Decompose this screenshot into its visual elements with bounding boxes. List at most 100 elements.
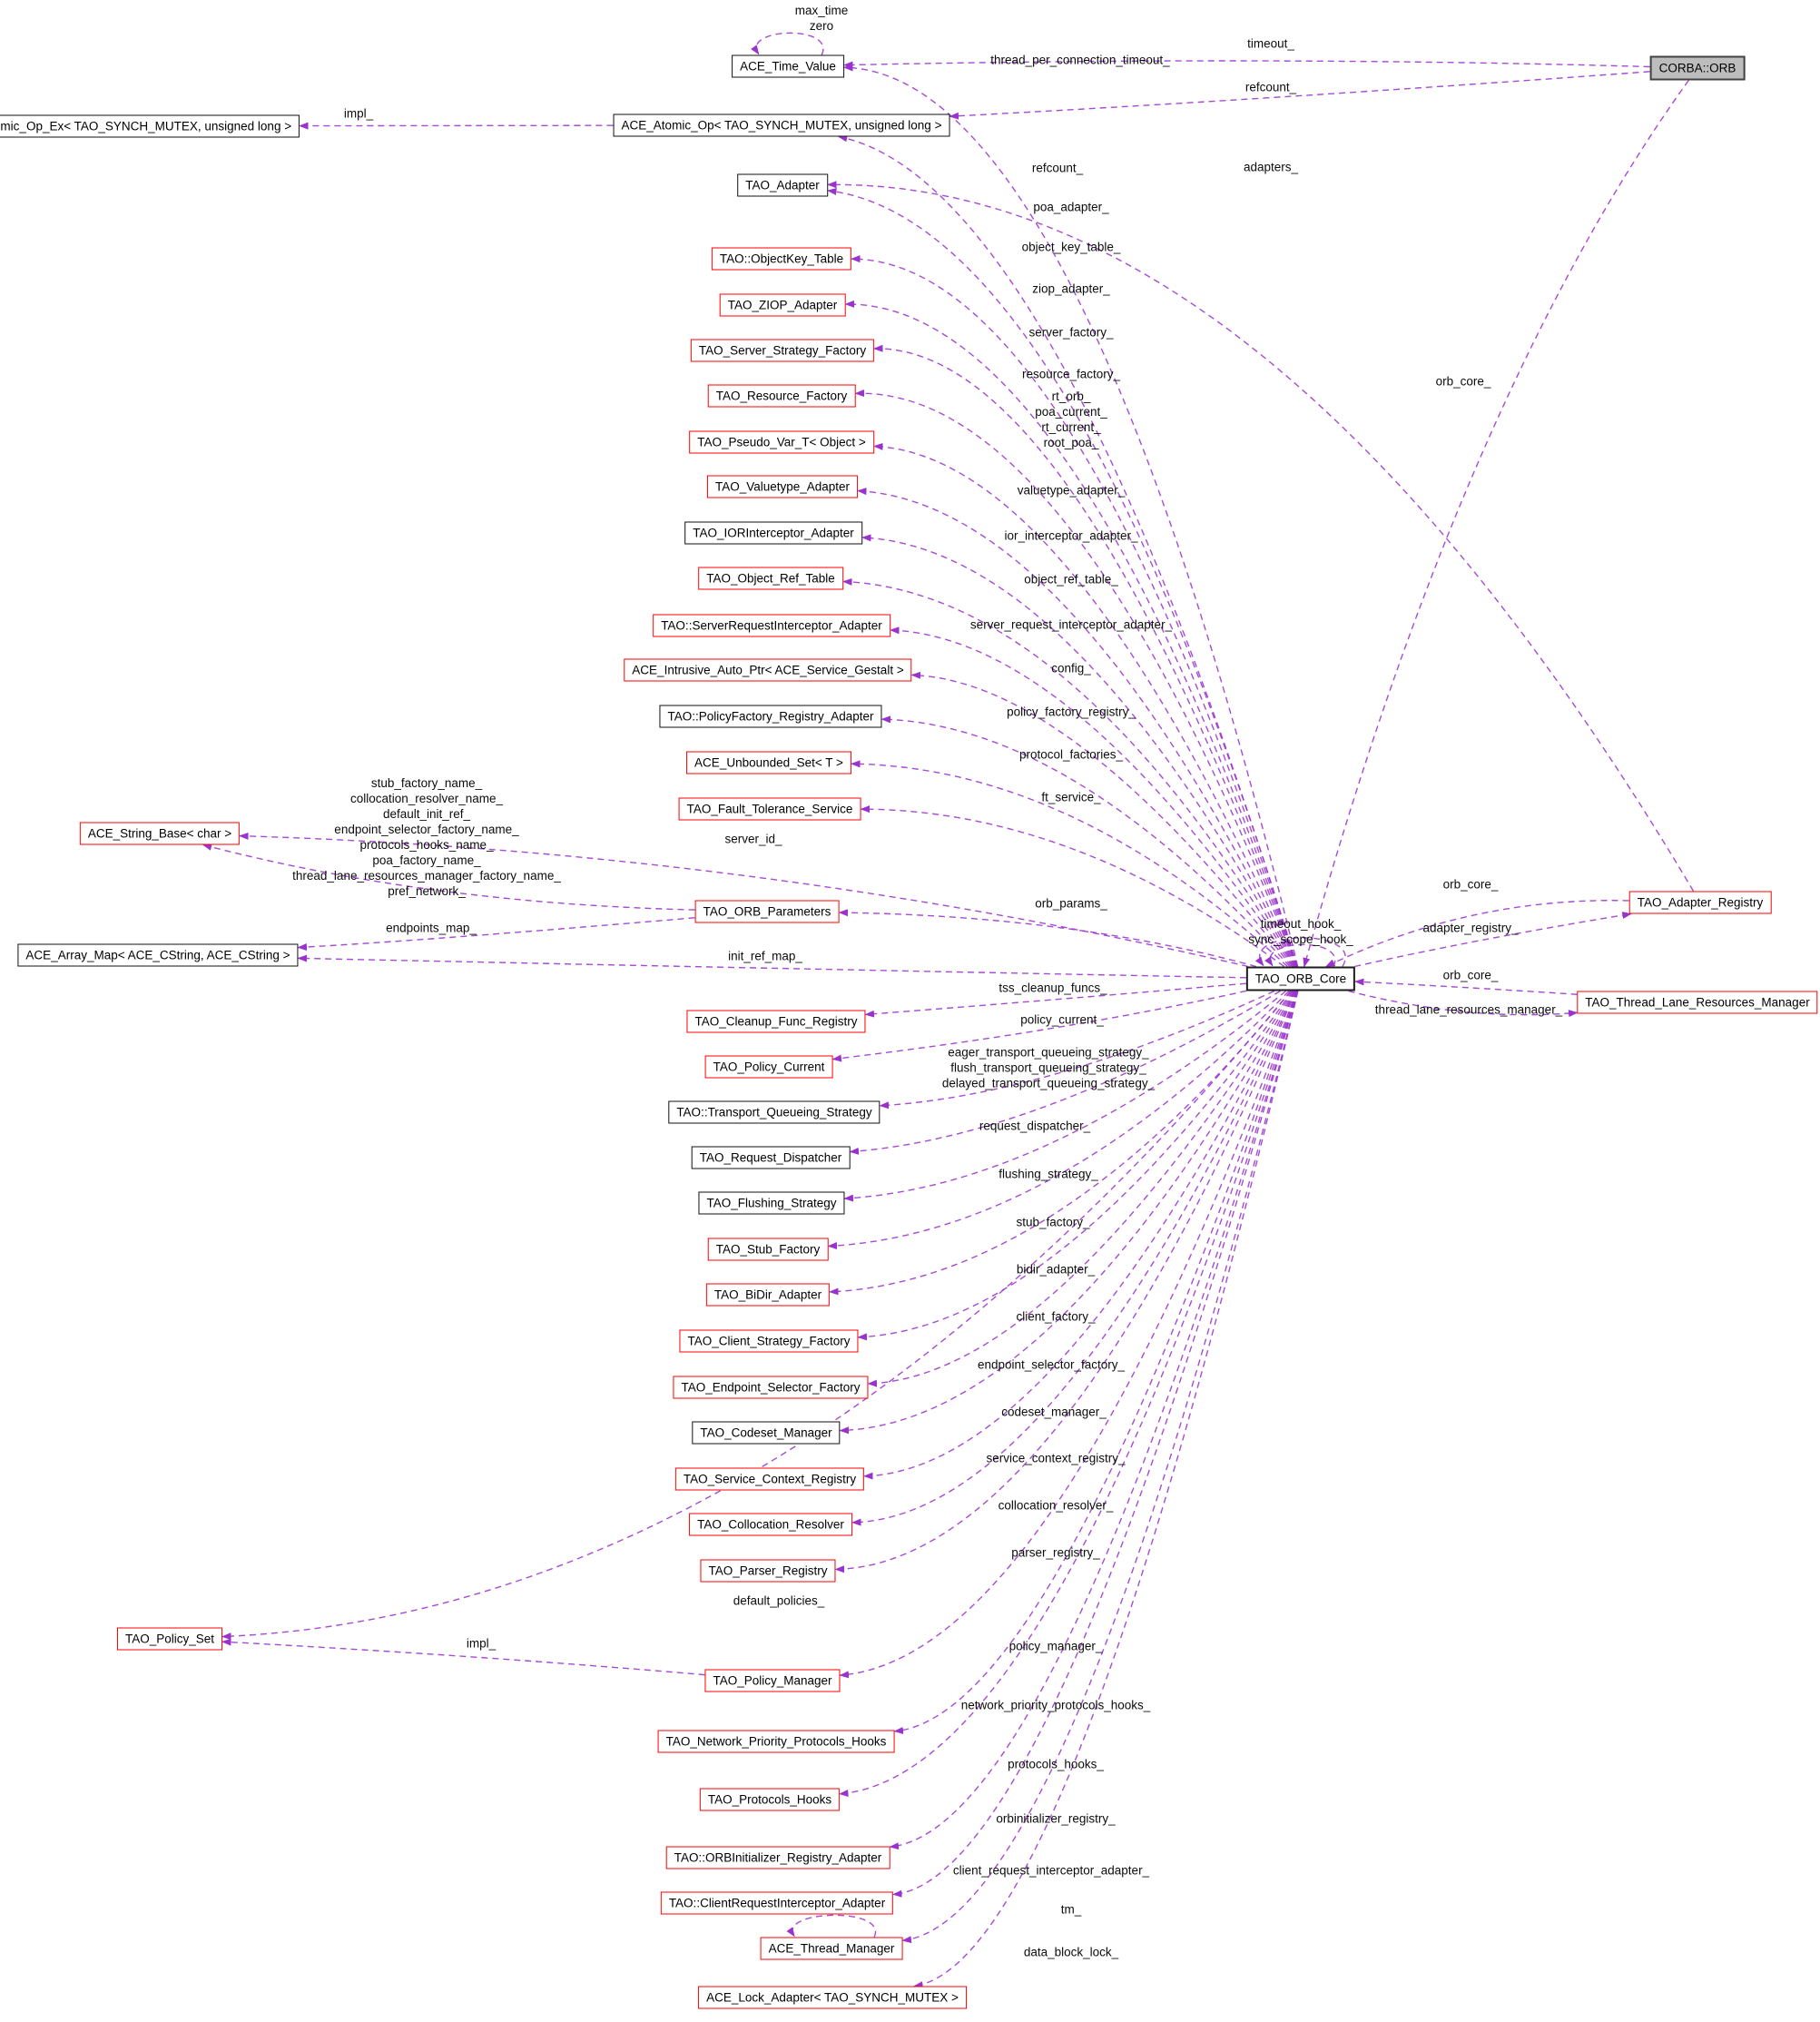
edge-label: orb_core_ xyxy=(1442,877,1499,892)
node-orbinitializer_registry[interactable]: TAO::ORBInitializer_Registry_Adapter xyxy=(665,1846,890,1869)
node-time_value[interactable]: ACE_Time_Value xyxy=(732,54,844,78)
node-array_map[interactable]: ACE_Array_Map< ACE_CString, ACE_CString … xyxy=(17,943,299,967)
relation-edge xyxy=(879,990,1275,1110)
node-transport_queueing[interactable]: TAO::Transport_Queueing_Strategy xyxy=(668,1100,880,1124)
relation-edge xyxy=(838,909,1257,968)
node-server_strategy_factory[interactable]: TAO_Server_Strategy_Factory xyxy=(690,339,875,362)
relation-edge xyxy=(949,71,1650,120)
node-thread_lane[interactable]: TAO_Thread_Lane_Resources_Manager xyxy=(1577,991,1818,1014)
node-ziop_adapter[interactable]: TAO_ZIOP_Adapter xyxy=(719,293,846,317)
edge-label: adapters_ xyxy=(1243,160,1299,174)
relation-edge xyxy=(857,488,1296,967)
node-fault_tolerance_service[interactable]: TAO_Fault_Tolerance_Service xyxy=(678,797,861,821)
node-client_request_interceptor[interactable]: TAO::ClientRequestInterceptor_Adapter xyxy=(660,1891,894,1915)
edge-label: tss_cleanup_funcs_ xyxy=(999,981,1107,995)
edge-label: client_factory_ xyxy=(1016,1309,1096,1324)
node-flushing_strategy[interactable]: TAO_Flushing_Strategy xyxy=(698,1191,845,1215)
relation-edge xyxy=(910,671,1293,967)
relation-edge xyxy=(843,64,1299,967)
relation-edge xyxy=(861,534,1295,967)
node-corba_orb[interactable]: CORBA::ORB xyxy=(1649,55,1746,81)
node-unbounded_set[interactable]: ACE_Unbounded_Set< T > xyxy=(686,751,851,774)
relation-edge xyxy=(786,1914,877,1938)
node-policy_set[interactable]: TAO_Policy_Set xyxy=(116,1627,223,1651)
edge-label: policy_current_ xyxy=(1020,1012,1104,1027)
node-endpoint_selector_factory[interactable]: TAO_Endpoint_Selector_Factory xyxy=(673,1376,869,1399)
edge-label: orb_core_ xyxy=(1435,374,1491,389)
relation-edge xyxy=(873,344,1297,967)
node-atomic_op_ex[interactable]: ACE_Atomic_Op_Ex< TAO_SYNCH_MUTEX, unsig… xyxy=(0,114,300,138)
relation-edge xyxy=(1264,943,1336,967)
node-policy_current[interactable]: TAO_Policy_Current xyxy=(704,1055,833,1079)
node-lock_adapter[interactable]: ACE_Lock_Adapter< TAO_SYNCH_MUTEX > xyxy=(698,1986,967,2009)
node-adapter[interactable]: TAO_Adapter xyxy=(737,173,828,197)
node-server_request_interceptor_adapter[interactable]: TAO::ServerRequestInterceptor_Adapter xyxy=(653,614,890,637)
edge-label: orbinitializer_registry_ xyxy=(996,1811,1116,1826)
edge-label: endpoint_selector_factory_ xyxy=(977,1357,1126,1372)
relation-edge xyxy=(851,760,1288,968)
relation-edge xyxy=(1303,80,1689,968)
relation-edge xyxy=(1354,912,1632,968)
node-thread_manager[interactable]: ACE_Thread_Manager xyxy=(760,1937,903,1960)
edge-label: orb_core_ xyxy=(1442,968,1499,982)
node-bidir_adapter[interactable]: TAO_BiDir_Adapter xyxy=(705,1283,831,1307)
node-stub_factory[interactable]: TAO_Stub_Factory xyxy=(707,1238,829,1261)
relation-edge xyxy=(863,991,1295,1480)
node-request_dispatcher[interactable]: TAO_Request_Dispatcher xyxy=(691,1146,851,1169)
node-ior_interceptor_adapter[interactable]: TAO_IORInterceptor_Adapter xyxy=(684,521,862,545)
relation-edge xyxy=(827,991,1290,1250)
relation-edge xyxy=(837,134,1298,967)
edge-label: ft_service_ xyxy=(1041,790,1101,804)
node-orb_parameters[interactable]: TAO_ORB_Parameters xyxy=(694,900,840,923)
edge-label: valuetype_adapter_ xyxy=(1017,483,1126,498)
edge-label: timeout_ xyxy=(1247,36,1294,51)
relation-edge xyxy=(873,442,1296,967)
node-object_ref_table[interactable]: TAO_Object_Ref_Table xyxy=(698,567,843,590)
node-policy_manager[interactable]: TAO_Policy_Manager xyxy=(704,1669,841,1692)
relation-edge xyxy=(839,991,1297,1679)
relation-edge xyxy=(842,577,1294,967)
edge-label: data_block_lock_ xyxy=(1023,1945,1119,1959)
node-pseudo_var[interactable]: TAO_Pseudo_Var_T< Object > xyxy=(689,430,874,454)
edge-label: stub_factory_ xyxy=(1016,1215,1090,1229)
edge-label: refcount_ xyxy=(1244,80,1297,94)
node-valuetype_adapter[interactable]: TAO_Valuetype_Adapter xyxy=(706,475,859,498)
relation-edge xyxy=(827,181,1695,892)
node-objectkey_table[interactable]: TAO::ObjectKey_Table xyxy=(711,247,852,271)
node-atomic_op[interactable]: ACE_Atomic_Op< TAO_SYNCH_MUTEX, unsigned… xyxy=(613,113,950,137)
edge-label: tm_ xyxy=(1060,1902,1082,1917)
relation-edge xyxy=(851,991,1296,1526)
edge-label: thread_per_connection_timeout_ xyxy=(990,53,1170,67)
edge-label: endpoints_map_ xyxy=(386,921,477,935)
edge-label: object_key_table_ xyxy=(1021,240,1121,254)
relation-edge xyxy=(890,626,1294,967)
edge-label: adapter_registry_ xyxy=(1422,921,1519,935)
relation-edge xyxy=(827,188,1298,967)
node-intrusive_auto_ptr[interactable]: ACE_Intrusive_Auto_Ptr< ACE_Service_Gest… xyxy=(624,658,912,682)
node-network_priority_hooks[interactable]: TAO_Network_Priority_Protocols_Hooks xyxy=(657,1730,895,1753)
relation-edge xyxy=(851,255,1298,967)
edge-label: client_request_interceptor_adapter_ xyxy=(952,1863,1150,1878)
edge-label: ior_interceptor_adapter_ xyxy=(1004,528,1138,543)
node-string_base[interactable]: ACE_String_Base< char > xyxy=(79,822,241,845)
node-orb_core[interactable]: TAO_ORB_Core xyxy=(1245,966,1356,991)
edge-label: network_priority_protocols_hooks_ xyxy=(960,1698,1151,1712)
edge-label: rt_orb_ poa_current_ rt_current_ root_po… xyxy=(1035,390,1107,449)
relation-edge xyxy=(892,991,1298,1898)
edge-label: bidir_adapter_ xyxy=(1016,1262,1096,1277)
edge-label: refcount_ xyxy=(1031,161,1084,175)
node-parser_registry[interactable]: TAO_Parser_Registry xyxy=(700,1559,836,1583)
node-protocols_hooks[interactable]: TAO_Protocols_Hooks xyxy=(699,1788,841,1811)
node-adapter_registry[interactable]: TAO_Adapter_Registry xyxy=(1628,891,1772,914)
node-service_context_registry[interactable]: TAO_Service_Context_Registry xyxy=(674,1467,865,1491)
edge-label: init_ref_map_ xyxy=(728,949,802,963)
edge-label: default_policies_ xyxy=(733,1593,825,1608)
node-resource_factory[interactable]: TAO_Resource_Factory xyxy=(707,384,856,408)
node-client_strategy_factory[interactable]: TAO_Client_Strategy_Factory xyxy=(679,1329,859,1353)
node-cleanup_func_registry[interactable]: TAO_Cleanup_Func_Registry xyxy=(686,1010,866,1033)
node-policyfactory_registry_adapter[interactable]: TAO::PolicyFactory_Registry_Adapter xyxy=(659,705,882,728)
edge-label: policy_manager_ xyxy=(1008,1639,1103,1653)
relation-edge xyxy=(221,1638,705,1676)
node-collocation_resolver[interactable]: TAO_Collocation_Resolver xyxy=(689,1513,852,1536)
node-codeset_manager[interactable]: TAO_Codeset_Manager xyxy=(692,1421,841,1445)
